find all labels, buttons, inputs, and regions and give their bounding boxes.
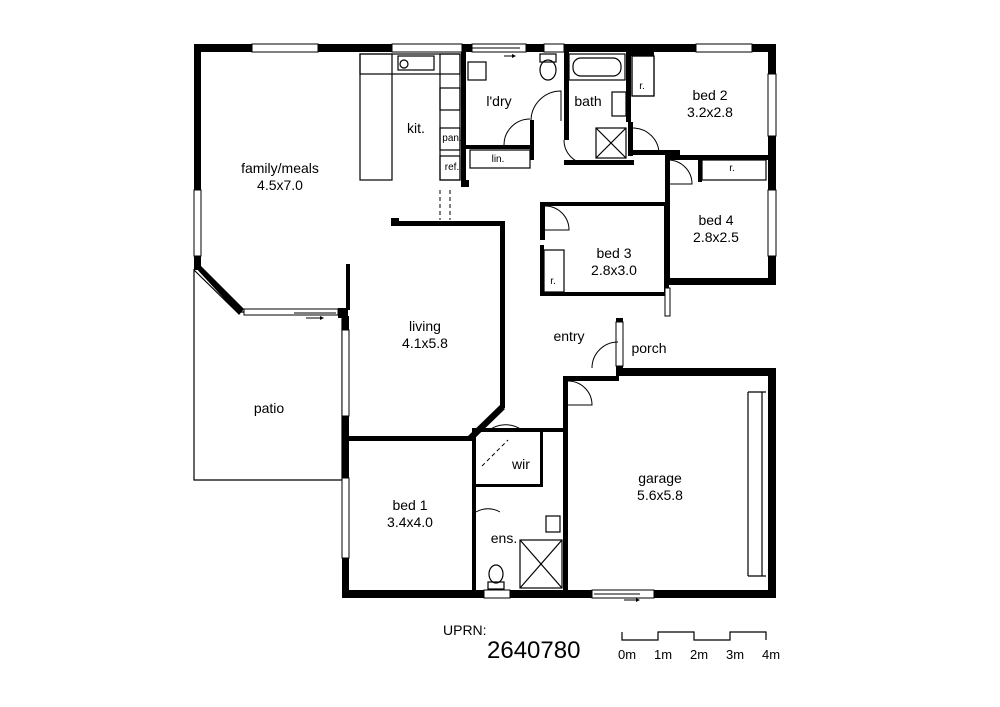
scale-bar	[621, 631, 767, 641]
room-laundry-name: l'dry	[486, 93, 512, 109]
room-entry-name: entry	[553, 328, 585, 344]
room-bed1: bed 1 3.4x4.0	[370, 497, 450, 531]
room-fridge: ref.	[440, 162, 464, 174]
room-laundry: l'dry	[478, 93, 520, 110]
interior-walls	[346, 50, 776, 592]
room-bed3-size: 2.8x3.0	[591, 262, 637, 278]
kitchen-fittings	[359, 53, 531, 220]
outer-walls	[194, 44, 776, 598]
room-pantry-name: pan.	[442, 133, 462, 144]
room-garage-size: 5.6x5.8	[637, 487, 683, 503]
room-living-name: living	[409, 318, 441, 334]
room-linen-name: lin.	[491, 154, 505, 165]
room-bed2-robe: r.	[636, 81, 648, 93]
room-entry: entry	[544, 328, 594, 345]
room-bed2-name: bed 2	[692, 87, 728, 103]
scale-tick-1: 1m	[653, 647, 673, 662]
room-bath: bath	[568, 93, 608, 110]
room-bed4-size: 2.8x2.5	[693, 229, 739, 245]
room-bed4-robe: r.	[726, 163, 738, 175]
room-kitchen: kit.	[396, 120, 436, 137]
room-garage-name: garage	[638, 470, 682, 486]
room-patio-name: patio	[253, 400, 285, 416]
room-bed4-name: bed 4	[698, 212, 734, 228]
room-porch: porch	[624, 340, 674, 357]
room-patio: patio	[244, 400, 294, 417]
room-bed3-robe-name: r.	[550, 276, 556, 287]
windows	[193, 43, 777, 599]
room-bed3: bed 3 2.8x3.0	[574, 245, 654, 279]
room-living-size: 4.1x5.8	[402, 335, 448, 351]
door-swings	[294, 47, 693, 595]
scale-tick-4: 4m	[761, 647, 781, 662]
room-kitchen-name: kit.	[407, 120, 425, 136]
uprn-value: 2640780	[487, 637, 581, 664]
garage-door	[747, 391, 766, 577]
room-bed3-name: bed 3	[596, 245, 632, 261]
room-ensuite-name: ens.	[490, 530, 518, 546]
room-porch-name: porch	[631, 340, 667, 356]
room-linen: lin.	[484, 154, 512, 166]
robes	[543, 55, 767, 293]
slide-arrows	[306, 54, 640, 602]
room-bed2: bed 2 3.2x2.8	[670, 87, 750, 121]
room-bed1-size: 3.4x4.0	[387, 514, 433, 530]
room-bed1-name: bed 1	[392, 497, 428, 513]
room-family-meals-name: family/meals	[241, 160, 319, 176]
room-pantry: pan.	[440, 133, 464, 145]
ensuite-fittings	[481, 439, 563, 590]
room-bed4: bed 4 2.8x2.5	[676, 212, 756, 246]
scale-tick-3: 3m	[725, 647, 745, 662]
room-bed2-size: 3.2x2.8	[687, 104, 733, 120]
room-bed3-robe: r.	[547, 276, 559, 288]
uprn-label: UPRN:	[443, 622, 487, 638]
room-wir-name: wir	[512, 456, 530, 472]
room-bath-name: bath	[574, 93, 602, 109]
room-family-meals: family/meals 4.5x7.0	[230, 160, 330, 194]
room-bed4-robe-name: r.	[729, 163, 735, 174]
scale-tick-2: 2m	[689, 647, 709, 662]
room-fridge-name: ref.	[444, 162, 460, 173]
scale-tick-0: 0m	[617, 647, 637, 662]
room-bed2-robe-name: r.	[639, 81, 645, 92]
room-living: living 4.1x5.8	[385, 318, 465, 352]
room-family-meals-size: 4.5x7.0	[257, 177, 303, 193]
room-garage: garage 5.6x5.8	[620, 470, 700, 504]
patio-outline	[193, 268, 343, 481]
room-ensuite: ens.	[484, 530, 524, 547]
room-wir: wir	[506, 456, 536, 473]
